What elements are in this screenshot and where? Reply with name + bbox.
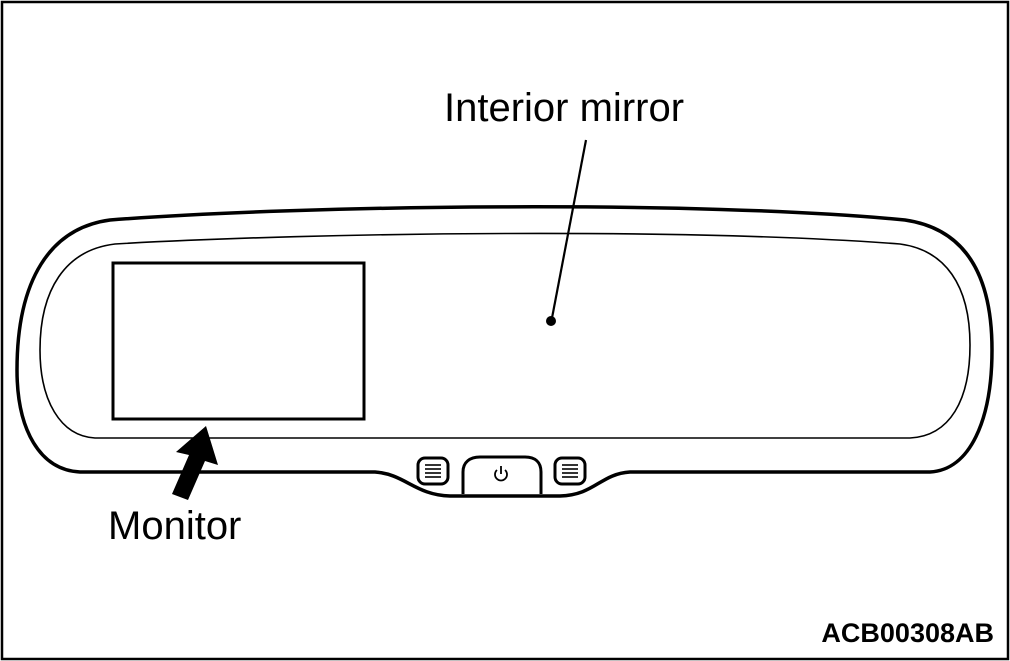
- interior-mirror-label: Interior mirror: [444, 86, 685, 130]
- power-button: [461, 455, 543, 494]
- left-button-body: [416, 456, 450, 486]
- monitor-arrow-icon: [172, 426, 218, 500]
- right-button-body: [553, 456, 587, 486]
- interior-mirror-leader-line: [550, 139, 588, 319]
- right-button: [553, 456, 587, 486]
- power-button-body: [461, 455, 543, 494]
- grille-button-icon: [562, 464, 578, 478]
- monitor-label: Monitor: [108, 504, 242, 548]
- power-icon: [494, 466, 508, 482]
- mirror-housing: [15, 205, 994, 498]
- figure-code: ACB00308AB: [821, 618, 994, 648]
- grille-button-icon: [425, 464, 441, 478]
- mirror-inner-rim: [39, 232, 971, 439]
- monitor-screen: [111, 261, 366, 421]
- interior-mirror-leader-dot: [546, 316, 556, 326]
- left-button: [416, 456, 450, 486]
